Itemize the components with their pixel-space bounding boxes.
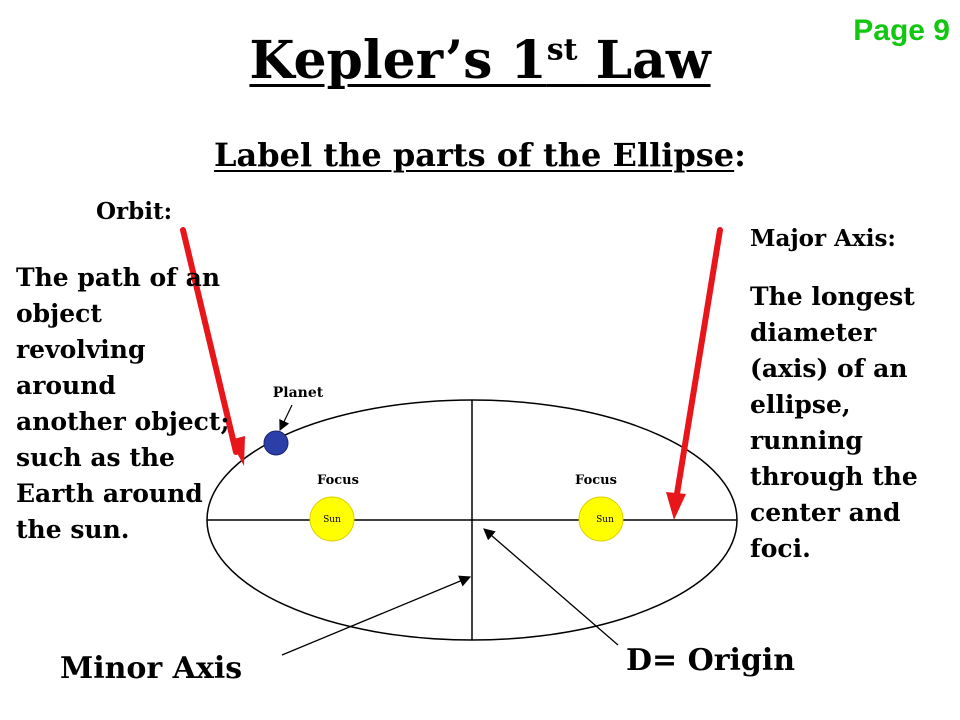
- orbit-red-arrow: [180, 227, 245, 466]
- orbit-definition: The path of an object revolving around a…: [16, 263, 230, 544]
- origin-pointer-arrow: [483, 528, 619, 646]
- subtitle-text: Label the parts of the Ellipse: [214, 136, 735, 174]
- focus-left-label: Focus: [317, 473, 359, 488]
- major-axis-red-arrow: [666, 227, 723, 520]
- title-superscript: st: [546, 32, 578, 68]
- major-axis-definition: The longest diameter (axis) of an ellips…: [750, 282, 918, 563]
- sun-right: [578, 496, 624, 542]
- page-number-label: Page 9: [853, 14, 950, 47]
- major-axis-heading: Major Axis:: [750, 225, 896, 252]
- sun-left-label: Sun: [323, 515, 341, 525]
- origin-label: D= Origin: [626, 643, 796, 678]
- subtitle: Label the parts of the Ellipse:: [0, 136, 960, 174]
- minor-axis-label: Minor Axis: [60, 651, 243, 686]
- planet-pointer-arrow: [279, 404, 293, 431]
- planet: [263, 430, 289, 456]
- title-text: Kepler’s 1st Law: [249, 30, 710, 91]
- title-end: Law: [577, 30, 711, 91]
- page-title: Kepler’s 1st Law: [0, 30, 960, 91]
- focus-right-label: Focus: [575, 473, 617, 488]
- title-main: Kepler’s 1: [249, 30, 547, 91]
- sun-right-label: Sun: [596, 515, 614, 525]
- minor-axis-pointer-arrow: [281, 575, 472, 656]
- orbit-heading: Orbit:: [96, 198, 173, 225]
- subtitle-colon: :: [734, 136, 746, 174]
- planet-label: Planet: [273, 385, 324, 401]
- sun-left: [309, 496, 355, 542]
